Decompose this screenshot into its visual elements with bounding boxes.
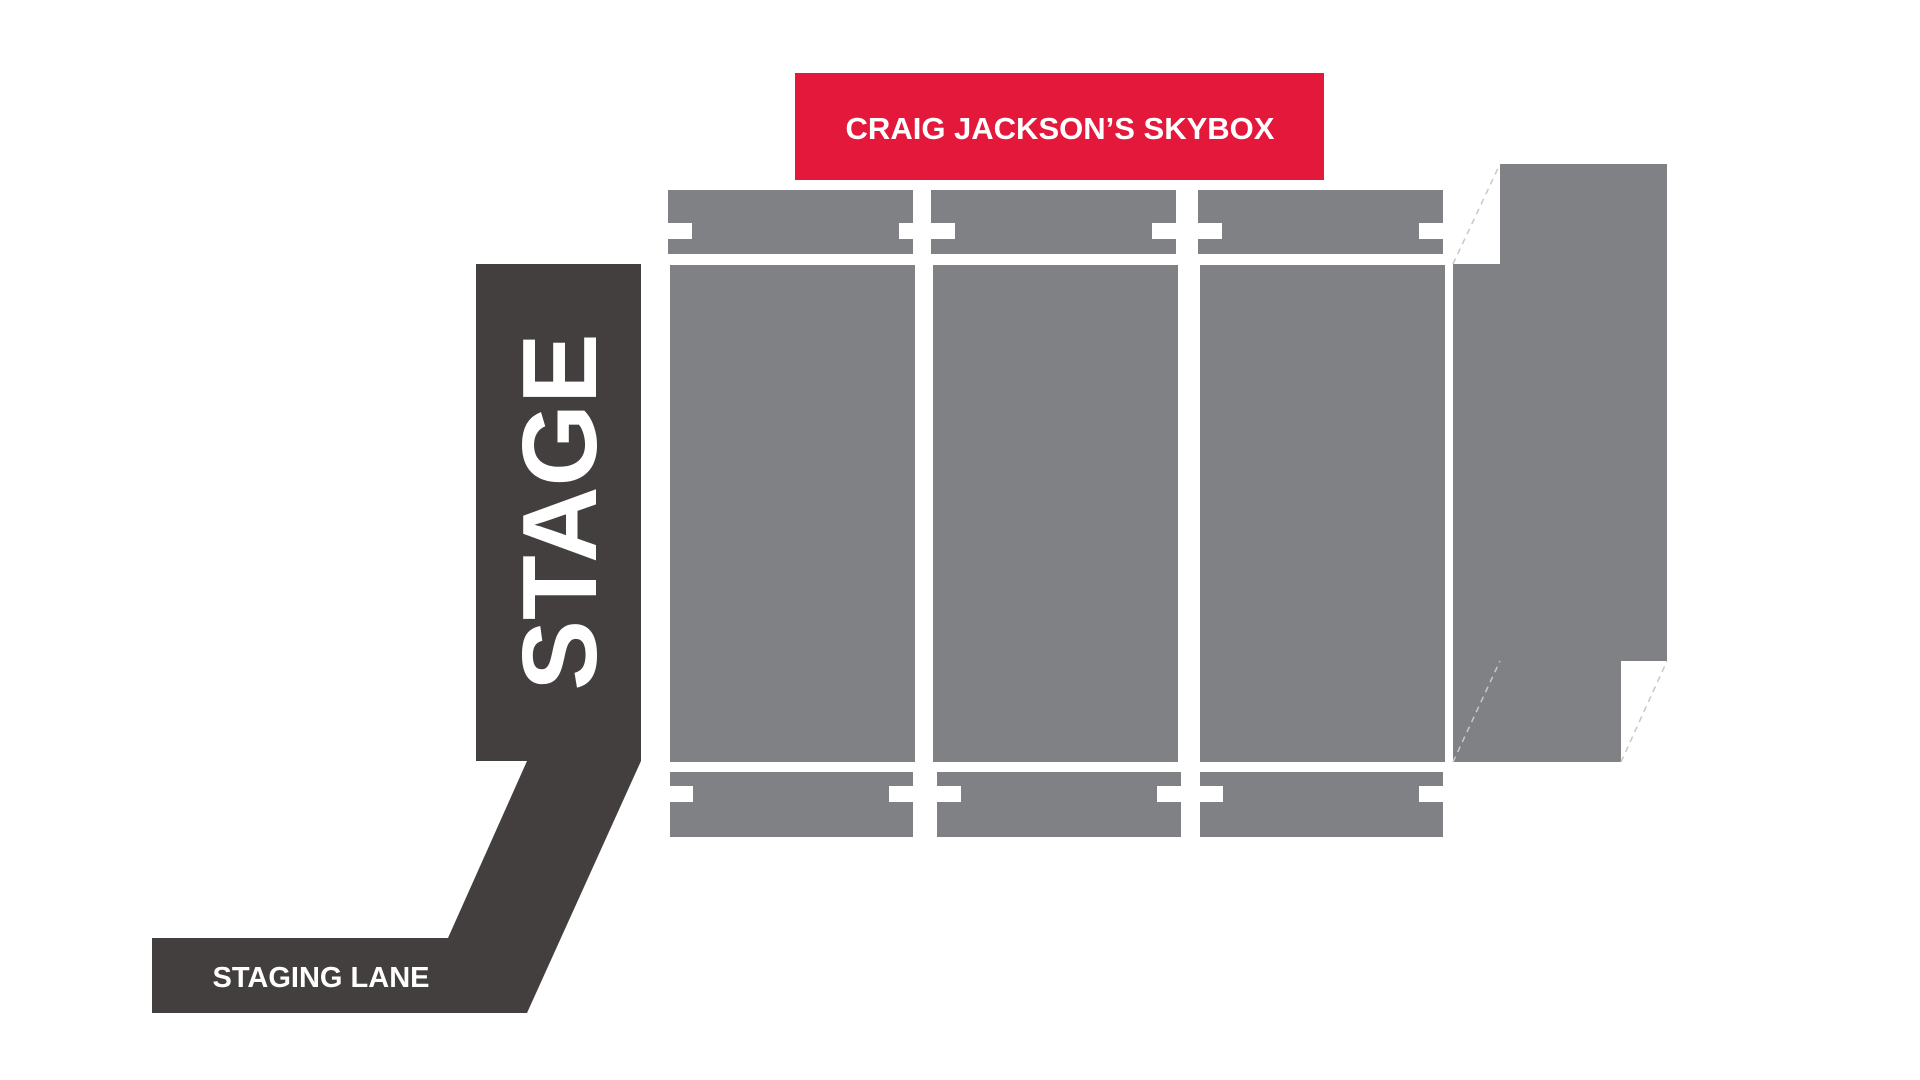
main-floor-seating <box>670 265 1445 762</box>
skybox-label: CRAIG JACKSON’S SKYBOX <box>846 111 1275 146</box>
top-section-1[interactable] <box>668 190 913 254</box>
right-side-section[interactable] <box>1452 163 1668 763</box>
floor-section-1[interactable] <box>670 265 915 762</box>
bottom-seating-row <box>670 772 1443 837</box>
floor-section-2[interactable] <box>933 265 1178 762</box>
right-section-dashed-edges <box>1452 163 1668 763</box>
top-section-3[interactable] <box>1198 190 1443 254</box>
floor-section-3[interactable] <box>1200 265 1445 762</box>
bottom-section-3[interactable] <box>1200 772 1443 837</box>
bottom-section-2[interactable] <box>937 772 1181 837</box>
top-section-2[interactable] <box>931 190 1176 254</box>
stage[interactable]: STAGE <box>152 264 641 1013</box>
stage-label: STAGE <box>501 333 619 690</box>
bottom-section-1[interactable] <box>670 772 913 837</box>
staging-lane-label: STAGING LANE <box>213 962 430 994</box>
top-seating-row <box>668 190 1443 254</box>
skybox[interactable]: CRAIG JACKSON’S SKYBOX <box>795 73 1324 180</box>
